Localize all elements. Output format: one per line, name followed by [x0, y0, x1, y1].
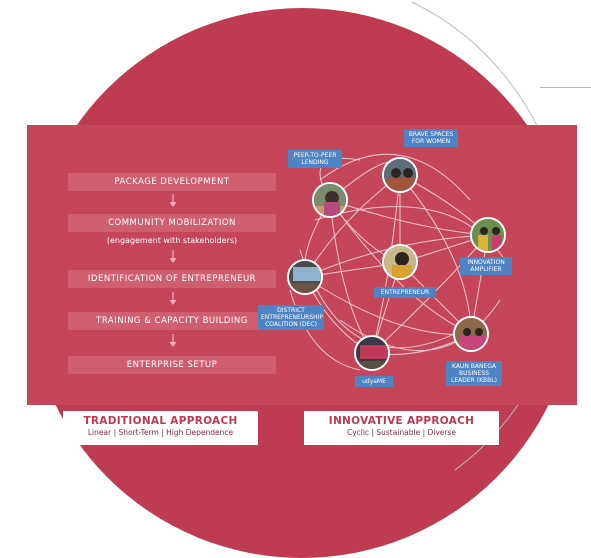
step-package-development: PACKAGE DEVELOPMENT — [68, 173, 276, 191]
innovative-subtitle: Cyclic | Sustainable | Diverse — [346, 428, 457, 437]
down-arrow-icon — [169, 292, 177, 305]
photo-district-coalition — [287, 259, 323, 295]
down-arrow-icon — [169, 334, 177, 347]
down-arrow-icon — [169, 250, 177, 263]
innovative-title: INNOVATIVE APPROACH — [328, 415, 475, 427]
label-innovation-amplifier: INNOVATION AMPLIFIER — [460, 257, 512, 275]
label-udyame: udyaME — [355, 376, 393, 387]
label-district-coalition: DISTRICT ENTREPRENEURSHIP COALITION (DEC… — [258, 305, 324, 330]
photo-kbbl — [453, 316, 489, 352]
photo-udyame — [354, 335, 390, 371]
label-kbbl: KAUN BANEGA BUSINESS LEADER (KBBL) — [446, 361, 502, 386]
step-community-mobilization: COMMUNITY MOBILIZATION — [68, 214, 276, 232]
photo-innovation-amplifier — [470, 217, 506, 253]
arc-connector-line — [540, 87, 591, 88]
label-peer-to-peer-lending: PEER-TO-PEER LENDING — [288, 150, 342, 168]
traditional-subtitle: Linear | Short-Term | High Dependence — [87, 428, 234, 437]
traditional-title: TRADITIONAL APPROACH — [83, 415, 238, 427]
step-training: TRAINING & CAPACITY BUILDING — [68, 312, 276, 330]
step-identification: IDENTIFICATION OF ENTREPRENEUR — [68, 270, 276, 288]
step-community-mobilization-sub: (engagement with stakeholders) — [106, 236, 238, 245]
photo-entrepreneur — [382, 244, 418, 280]
down-arrow-icon — [169, 194, 177, 207]
step-enterprise-setup: ENTERPRISE SETUP — [68, 356, 276, 374]
traditional-caption: TRADITIONAL APPROACH Linear | Short-Term… — [63, 411, 258, 445]
innovative-caption: INNOVATIVE APPROACH Cyclic | Sustainable… — [304, 411, 499, 445]
label-brave-spaces: BRAVE SPACES FOR WOMEN — [404, 129, 458, 147]
photo-peer-lending — [312, 182, 348, 218]
label-entrepreneur: ENTREPRENEUR — [374, 287, 436, 298]
photo-brave-spaces — [382, 157, 418, 193]
